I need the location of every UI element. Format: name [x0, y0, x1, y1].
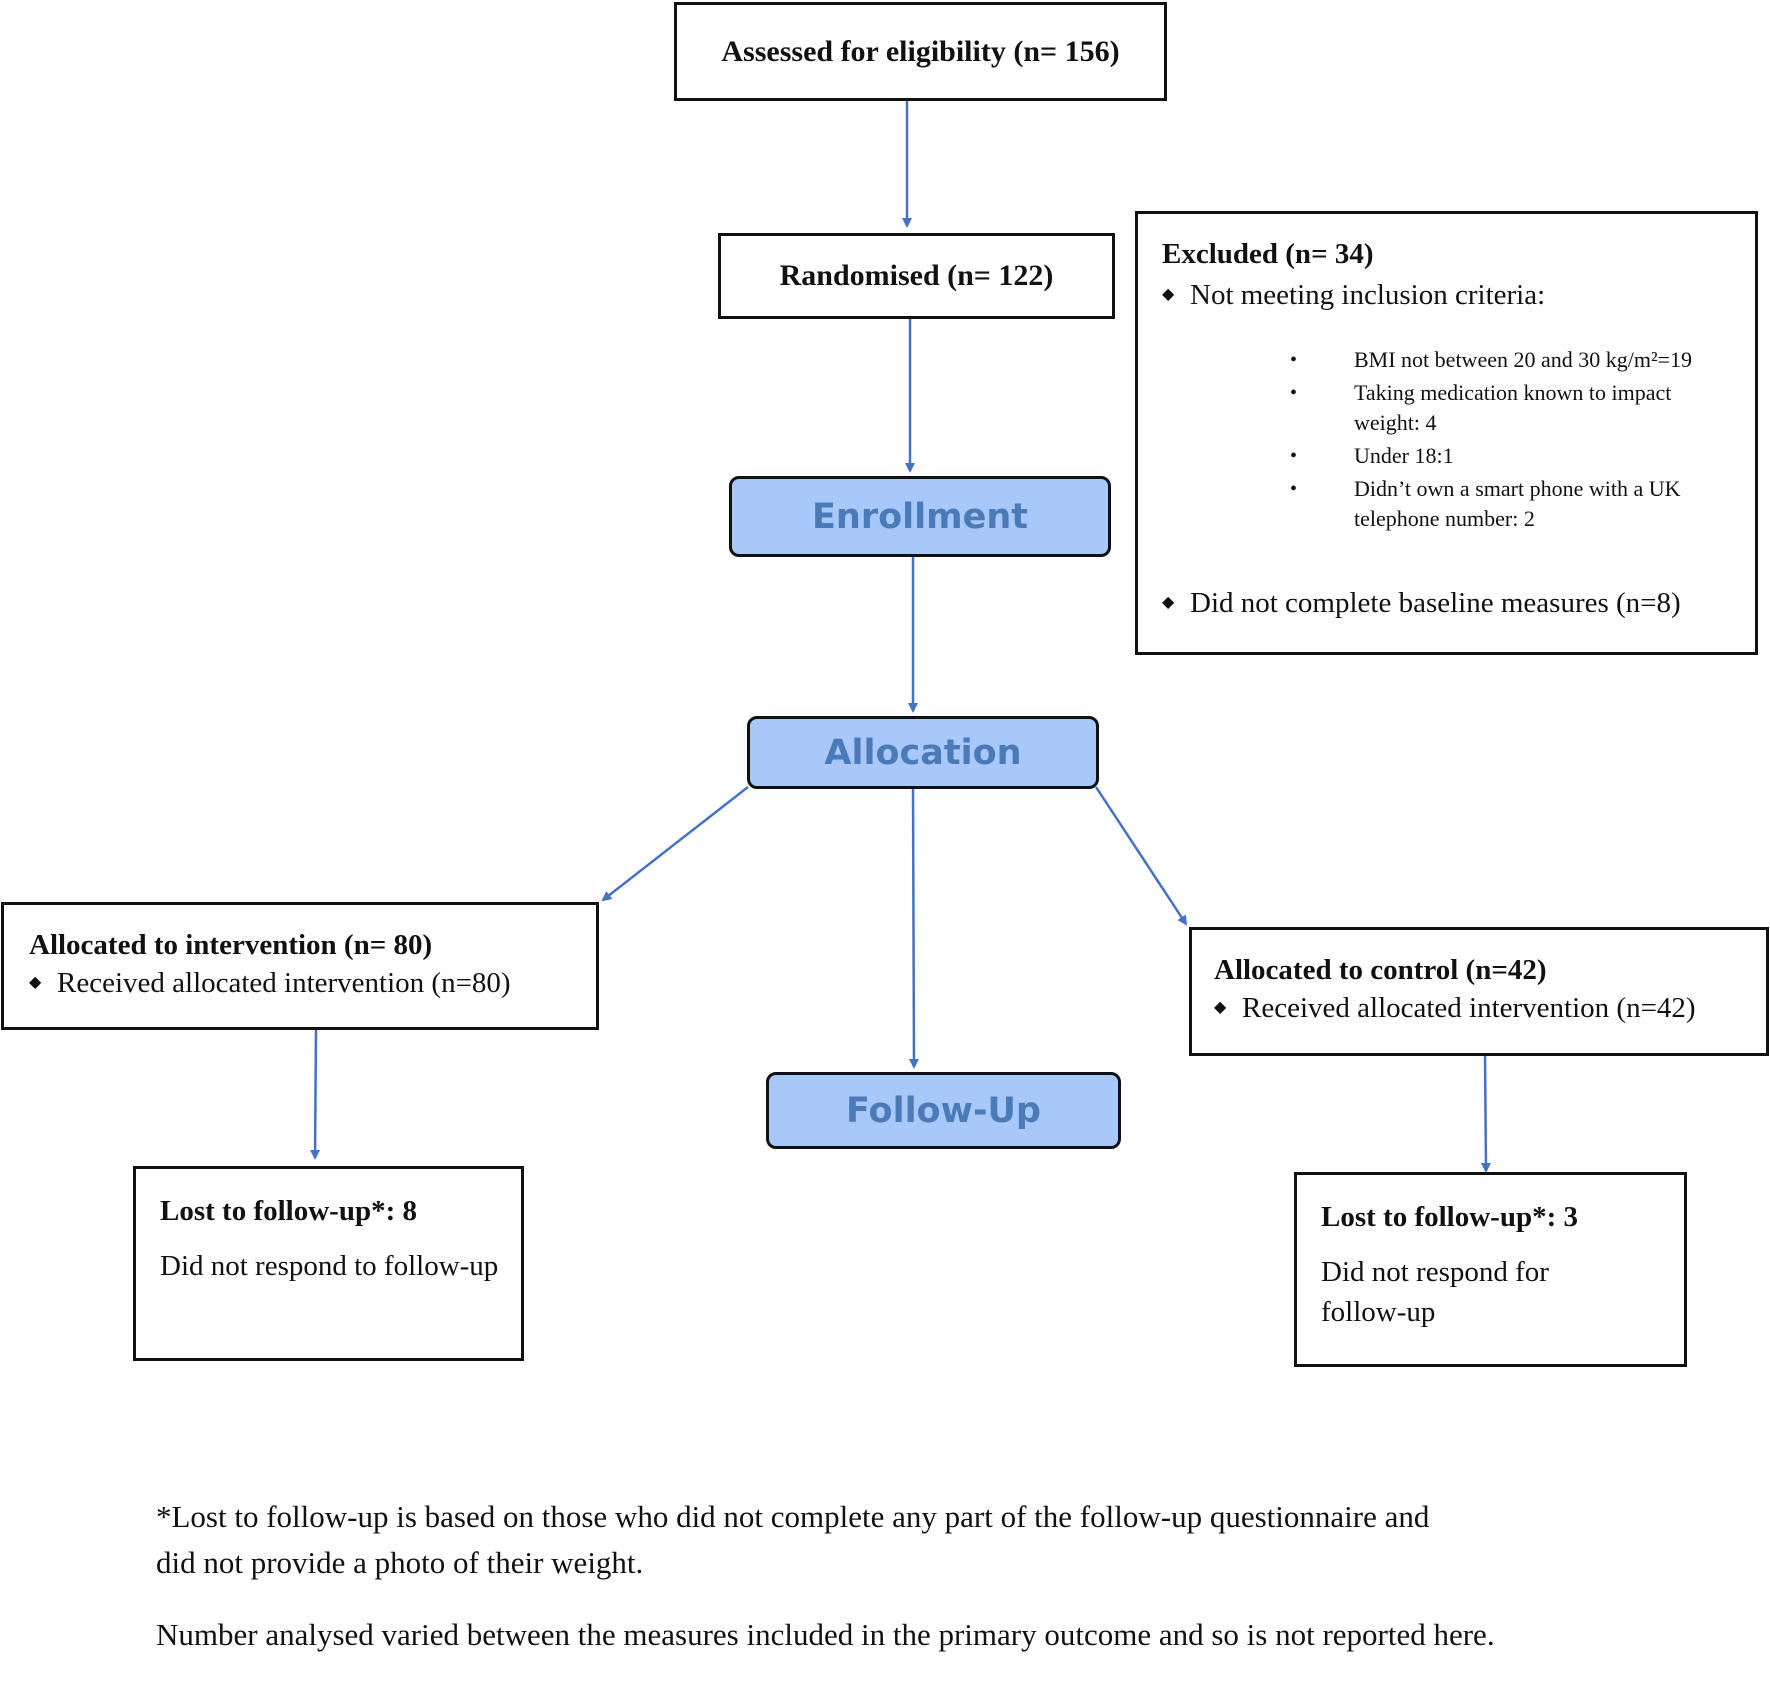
allocation-stage: Allocation — [747, 716, 1099, 789]
criteria-label: Not meeting inclusion criteria: — [1190, 279, 1546, 311]
randomised-box: Randomised (n= 122) — [718, 233, 1115, 319]
dot-bullet-icon: • — [1290, 349, 1298, 371]
diamond-bullet-icon: ◆ — [29, 974, 42, 992]
criteria-list-item: •Didn’t own a smart phone with a UK tele… — [1290, 476, 1681, 531]
intervention-received-item: ◆ Received allocated intervention (n=80) — [29, 967, 596, 1000]
enrollment-label: Enrollment — [812, 496, 1028, 537]
dot-bullet-icon: • — [1290, 478, 1298, 500]
follow-up-stage: Follow-Up — [766, 1072, 1121, 1149]
follow-up-label: Follow-Up — [846, 1090, 1041, 1131]
control-box: Allocated to control (n=42) ◆ Received al… — [1189, 927, 1769, 1056]
criteria-list-item: •BMI not between 20 and 30 kg/m²=19 — [1162, 345, 1755, 375]
assessed-label: Assessed for eligibility (n= 156) — [721, 34, 1120, 68]
assessed-box: Assessed for eligibility (n= 156) — [674, 2, 1167, 101]
control-lost-reason: Did not respond for follow-up — [1321, 1256, 1549, 1328]
arrow-allocation-to-intervention — [601, 786, 749, 902]
intervention-lost-reason: Did not respond to follow-up — [160, 1250, 499, 1282]
intervention-heading: Allocated to intervention (n= 80) — [29, 929, 433, 961]
criteria-list: •BMI not between 20 and 30 kg/m²=19 •Tak… — [1162, 345, 1755, 534]
arrow-intervention-to-lost — [310, 1027, 321, 1160]
excluded-baseline-item: ◆ Did not complete baseline measures (n=8… — [1162, 587, 1681, 620]
intervention-box: Allocated to intervention (n= 80) ◆ Recei… — [1, 902, 599, 1030]
baseline-label: Did not complete baseline measures (n=8) — [1190, 587, 1681, 619]
control-lost-box: Lost to follow-up*: 3 Did not respond fo… — [1294, 1172, 1687, 1367]
arrow-control-to-lost — [1480, 1053, 1491, 1173]
excluded-criteria-item: ◆ Not meeting inclusion criteria: — [1162, 279, 1755, 312]
arrow-allocation-to-control — [1094, 786, 1188, 926]
excluded-heading: Excluded (n= 34) — [1162, 238, 1374, 270]
arrow-allocation-to-follow-up — [908, 786, 919, 1069]
control-received-label: Received allocated intervention (n=42) — [1242, 992, 1696, 1024]
intervention-lost-heading: Lost to follow-up*: 8 — [160, 1195, 417, 1227]
dot-bullet-icon: • — [1290, 445, 1298, 467]
control-heading: Allocated to control (n=42) — [1214, 954, 1547, 986]
control-lost-heading: Lost to follow-up*: 3 — [1321, 1201, 1578, 1233]
intervention-lost-box: Lost to follow-up*: 8 Did not respond to… — [133, 1166, 524, 1361]
diamond-bullet-icon: ◆ — [1214, 999, 1227, 1017]
allocation-label: Allocation — [824, 732, 1022, 773]
intervention-received-label: Received allocated intervention (n=80) — [57, 967, 511, 999]
control-received-item: ◆ Received allocated intervention (n=42) — [1214, 992, 1766, 1025]
criteria-list-item: •Taking medication known to impact weigh… — [1290, 380, 1672, 435]
randomised-label: Randomised (n= 122) — [779, 259, 1054, 292]
excluded-box: Excluded (n= 34) ◆ Not meeting inclusion … — [1135, 211, 1758, 655]
enrollment-stage: Enrollment — [729, 476, 1111, 557]
criteria-list-item: •Under 18:1 — [1162, 441, 1755, 471]
diamond-bullet-icon: ◆ — [1162, 594, 1175, 612]
footnote-lost-definition: *Lost to follow-up is based on those who… — [156, 1499, 1430, 1580]
diamond-bullet-icon: ◆ — [1162, 286, 1175, 304]
footnote-analysed-note: Number analysed varied between the measu… — [156, 1617, 1495, 1652]
dot-bullet-icon: • — [1290, 382, 1298, 404]
